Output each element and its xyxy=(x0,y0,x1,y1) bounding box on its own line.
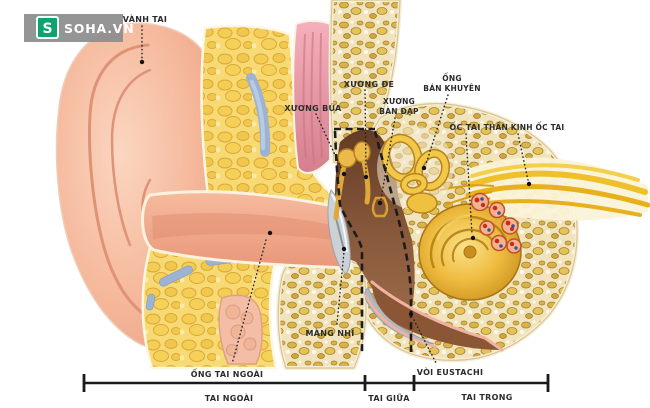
label-xuong-ban-dap-line2: BÀN ĐẠP xyxy=(379,107,419,116)
region-label-outer: TAI NGOÀI xyxy=(205,392,254,403)
label-xuong-ban-dap-line1: XƯƠNG xyxy=(383,97,415,106)
eardrum xyxy=(327,189,351,275)
anatomy-labels: VÀNH TAI XƯƠNG BÚA XƯƠNG ĐE XƯƠNG BÀN ĐẠ… xyxy=(123,13,565,379)
ear-canal xyxy=(141,190,355,270)
label-ong-tai-ngoai: ỐNG TAI NGOÀI xyxy=(191,367,264,379)
label-than-kinh-oc-tai: THẦN KINH ỐC TAI xyxy=(484,122,565,132)
region-bracket: TAI NGOÀI TAI GIỮA TAI TRONG xyxy=(82,374,550,403)
leader-voi-eustachi xyxy=(413,319,437,364)
leader-than-kinh xyxy=(517,133,529,181)
temporal-muscle xyxy=(292,20,331,175)
incus xyxy=(353,141,371,163)
label-ong-ban-khuyen-line1: ỐNG xyxy=(442,73,461,83)
logo-green-square xyxy=(36,16,59,39)
leader-xuong-bua xyxy=(315,113,343,171)
logo-site-name: SOHA.VN xyxy=(64,21,134,36)
leader-ong-ban-khuyen xyxy=(425,94,449,165)
middle-ear-dashed-boundary xyxy=(333,127,413,352)
vestibule xyxy=(406,192,438,214)
label-xuong-de: XƯƠNG ĐE xyxy=(344,80,394,89)
cochlea xyxy=(418,203,522,301)
label-oc-tai: ỐC TAI xyxy=(449,120,480,132)
label-vanh-tai: VÀNH TAI xyxy=(123,13,167,24)
soha-logo: S SOHA.VN xyxy=(24,14,134,42)
helix-ridge xyxy=(88,43,150,317)
label-mang-nhi: MÀNG NHĨ xyxy=(306,327,355,338)
eustachian-tube xyxy=(364,280,504,352)
auditory-nerve xyxy=(439,157,650,226)
logo-letter: S xyxy=(42,21,52,37)
stapes xyxy=(371,196,389,218)
label-xuong-bua: XƯƠNG BÚA xyxy=(284,102,342,113)
leader-oc-tai xyxy=(465,133,473,235)
region-label-middle: TAI GIỮA xyxy=(368,392,410,403)
leader-lines xyxy=(141,25,529,365)
antihelix-ridge xyxy=(110,68,152,247)
vessel-clusters xyxy=(470,192,522,254)
label-voi-eustachi: VÒI EUSTACHI xyxy=(417,366,484,377)
semicircular-canals xyxy=(377,126,453,214)
fatty-tissue-lower xyxy=(141,243,278,370)
leader-dots xyxy=(139,59,532,317)
region-label-inner: TAI TRONG xyxy=(461,393,512,402)
leader-mang-nhi xyxy=(336,251,345,325)
label-ong-ban-khuyen-line2: BÁN KHUYÊN xyxy=(423,84,480,93)
